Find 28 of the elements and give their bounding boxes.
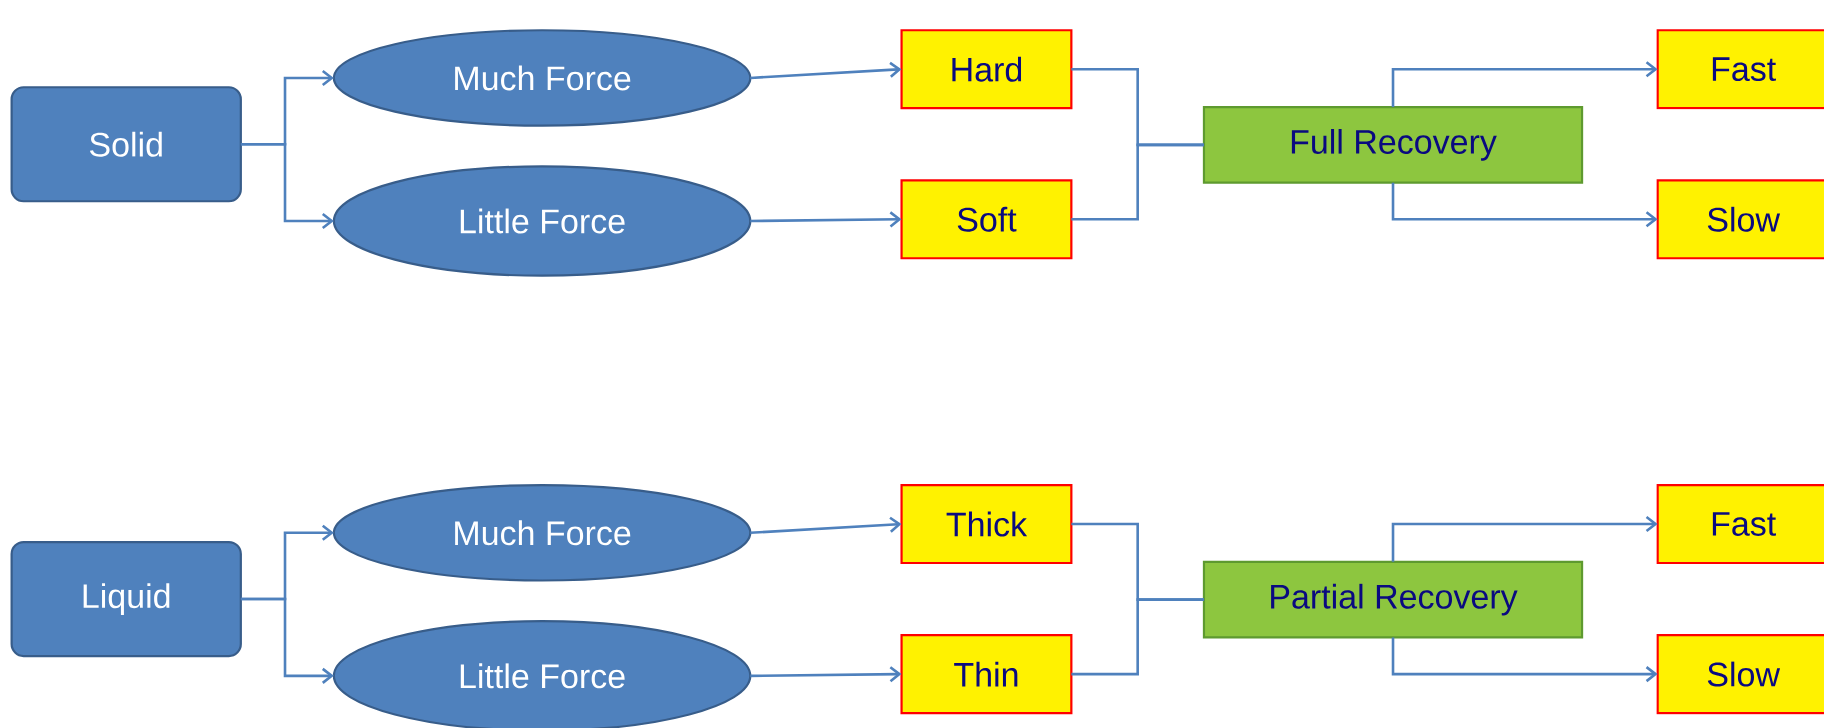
connector-arrow: [1391, 182, 1658, 228]
start-box: Liquid: [10, 541, 242, 658]
connector-arrow: [750, 666, 902, 683]
connector-arrow: [750, 61, 902, 80]
start-box: Solid: [10, 86, 242, 203]
connector-arrow: [750, 211, 902, 228]
connector-arrow: [240, 597, 334, 684]
oval-node: Much Force: [332, 483, 752, 582]
result-box: Slow: [1656, 634, 1824, 715]
result-box: Soft: [900, 179, 1073, 260]
connector-line: [1071, 143, 1204, 221]
result-box: Hard: [900, 29, 1073, 110]
connector-arrow: [750, 516, 902, 535]
connector-arrow: [1391, 637, 1658, 683]
connector-arrow: [1391, 516, 1658, 562]
connector-arrow: [240, 142, 334, 230]
result-box: Fast: [1656, 29, 1824, 110]
result-box: Thin: [900, 634, 1073, 715]
oval-node: Little Force: [332, 620, 752, 728]
oval-node: Much Force: [332, 29, 752, 127]
oval-node: Little Force: [332, 165, 752, 277]
recovery-box: Full Recovery: [1202, 105, 1584, 184]
connector-arrow: [1391, 61, 1658, 107]
recovery-box: Partial Recovery: [1202, 560, 1584, 639]
result-box: Fast: [1656, 484, 1824, 565]
result-box: Slow: [1656, 179, 1824, 260]
result-box: Thick: [900, 484, 1073, 565]
connector-line: [1071, 598, 1204, 676]
